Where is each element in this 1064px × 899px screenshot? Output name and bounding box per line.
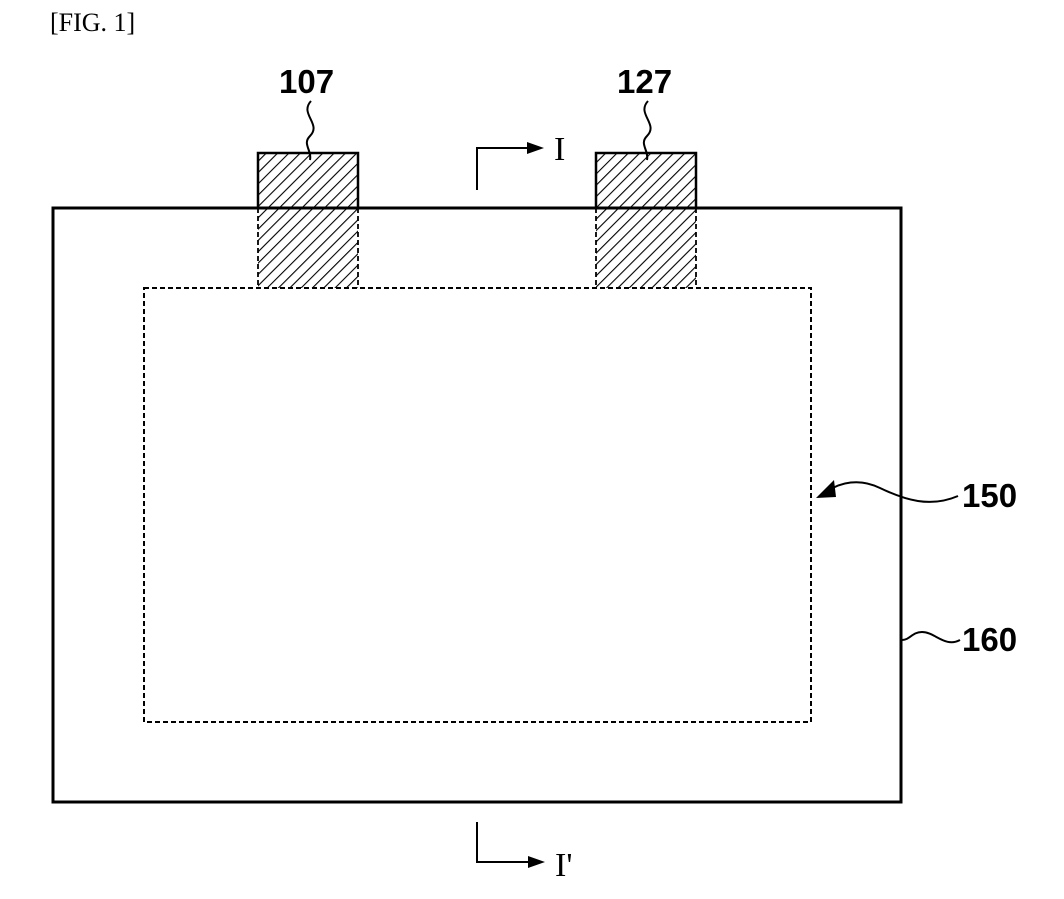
label-127: 127 bbox=[617, 63, 672, 100]
section-marker-end bbox=[477, 822, 545, 868]
leader-line-160 bbox=[902, 632, 960, 642]
leader-line-127 bbox=[644, 101, 651, 160]
electrode-assembly-outline bbox=[144, 288, 811, 722]
section-marker-start bbox=[477, 142, 544, 190]
leader-line-150 bbox=[826, 482, 958, 502]
arrowhead-150 bbox=[816, 480, 836, 498]
label-150: 150 bbox=[962, 477, 1017, 514]
electrode-tab-right bbox=[596, 153, 696, 288]
pouch-case-outline bbox=[53, 208, 901, 802]
leader-line-107 bbox=[307, 101, 314, 160]
label-160: 160 bbox=[962, 621, 1017, 658]
label-107: 107 bbox=[279, 63, 334, 100]
electrode-tab-left bbox=[258, 153, 358, 288]
figure-title: [FIG. 1] bbox=[50, 8, 135, 37]
section-label-end: I' bbox=[555, 847, 572, 884]
section-label-start: I bbox=[554, 131, 565, 168]
